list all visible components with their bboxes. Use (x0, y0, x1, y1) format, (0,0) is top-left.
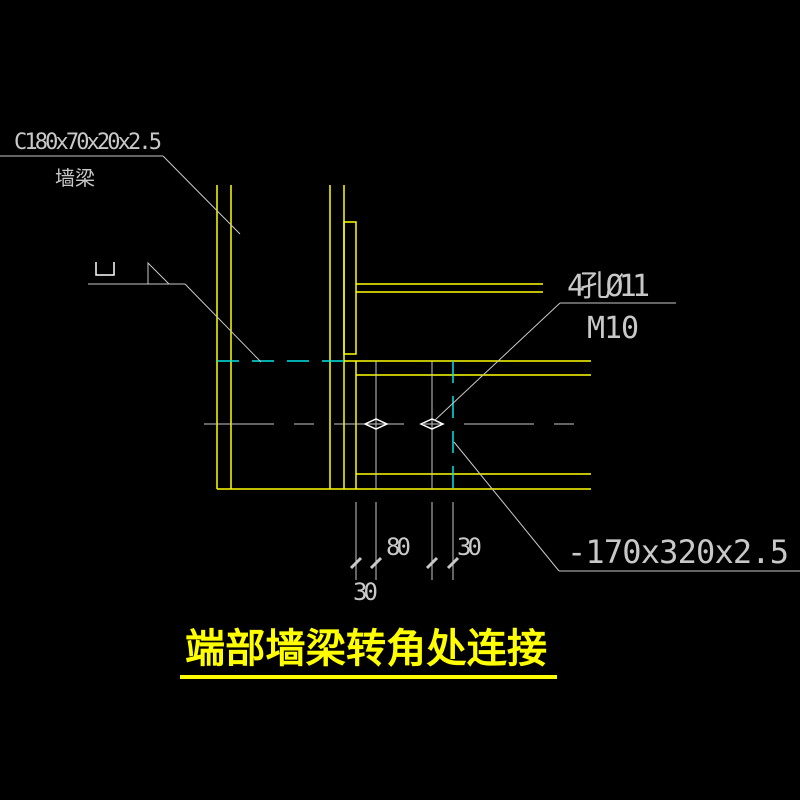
column-and-beam (216, 185, 591, 490)
bolt-size-label: M10 (587, 311, 639, 346)
dim-30-right: 30 (457, 533, 482, 561)
weld-symbol-callout (88, 261, 262, 363)
plate-callout: -170x320x2.5 (453, 441, 800, 572)
bolt-callout: 4孔Ø11 M10 (433, 269, 676, 422)
bolt-hole-icon (419, 418, 445, 430)
center-lines (204, 361, 591, 489)
drawing-title: 端部墙梁转角处连接 (180, 626, 557, 679)
wall-beam-section-label: C180x70x20x2.5 (14, 130, 162, 155)
fillet-weld-icon (147, 261, 170, 285)
title-text: 端部墙梁转角处连接 (185, 626, 547, 672)
stiffener-plate (343, 221, 357, 355)
hidden-lines (217, 360, 454, 489)
bolt-holes (363, 418, 445, 430)
dim-80: 80 (386, 533, 411, 561)
bolt-hole-icon (363, 418, 389, 430)
dim-30-left: 30 (353, 578, 378, 606)
channel-weld-icon (95, 262, 115, 276)
bolt-holes-label: 4孔Ø11 (567, 269, 650, 304)
wall-beam-name-label: 墙梁 (55, 166, 95, 190)
dimensions: 80 30 30 (349, 502, 482, 606)
plate-label: -170x320x2.5 (567, 533, 789, 571)
wall-beam-callout: C180x70x20x2.5 墙梁 (0, 130, 241, 235)
